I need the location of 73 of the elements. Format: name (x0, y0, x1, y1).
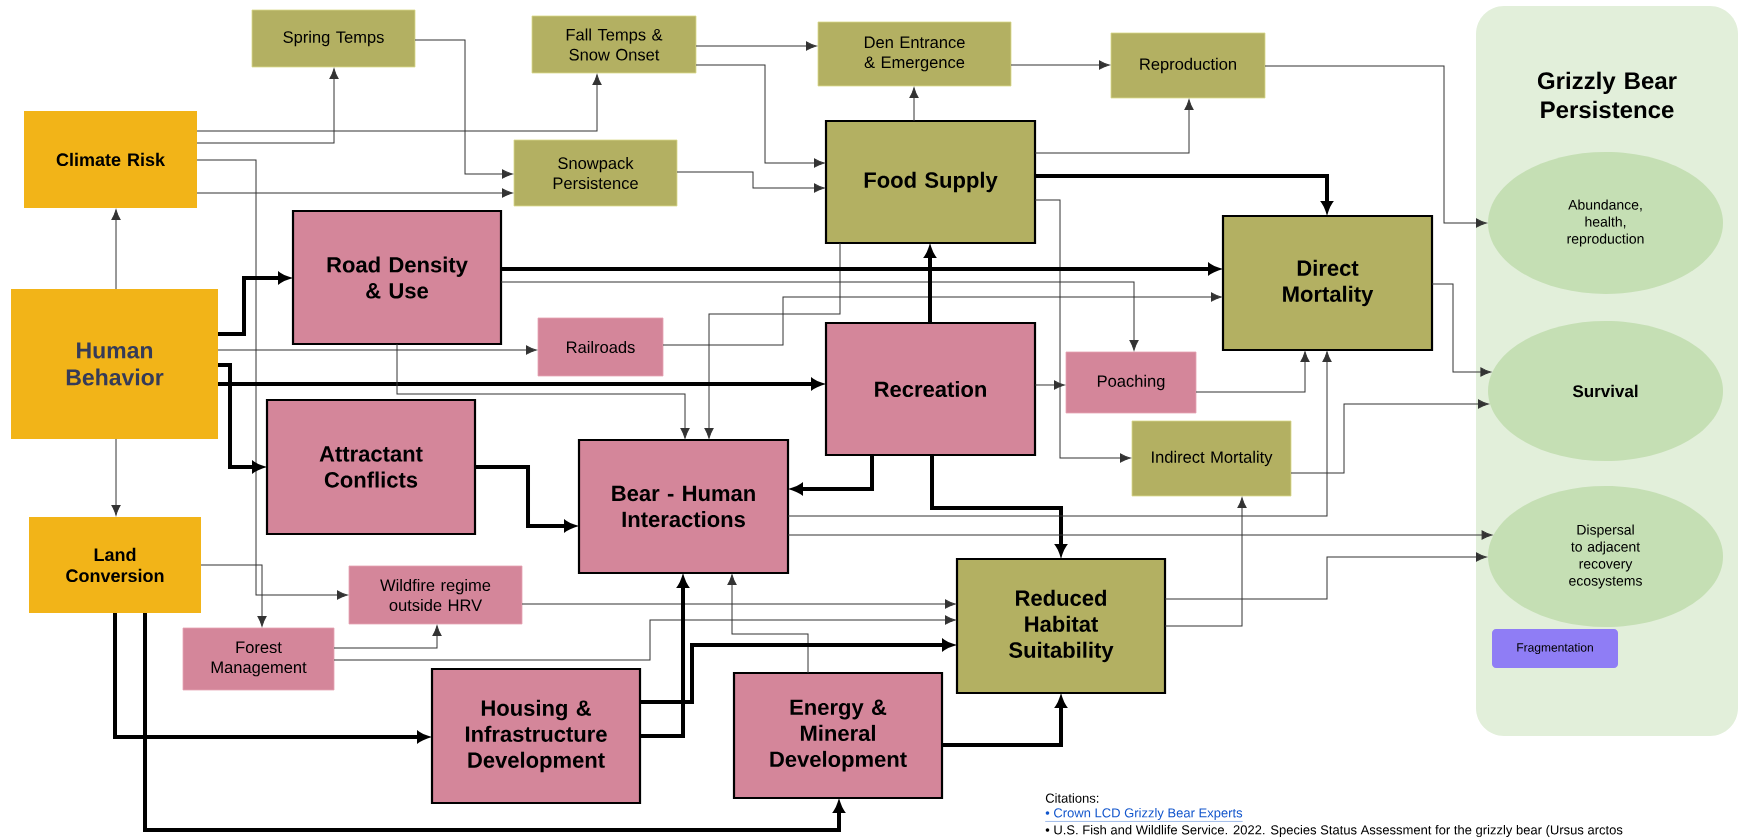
effect-box: Food Supply (824, 119, 1037, 245)
arrow (1164, 497, 1247, 627)
arrow (791, 455, 874, 495)
effect-box: Reduced Habitat Suitability (955, 557, 1167, 695)
arrow (143, 613, 845, 832)
citation-heading: Citations: (1045, 793, 1099, 803)
arrow (1035, 174, 1333, 213)
arrow (909, 87, 919, 122)
arrow (1290, 399, 1489, 474)
tag-chip: Fragmentation (1492, 629, 1618, 668)
arrow (727, 574, 809, 674)
arrow (942, 696, 1067, 747)
arrow (695, 64, 825, 168)
driver-box: Human Behavior (11, 289, 218, 439)
arrow (333, 625, 442, 649)
arrow (333, 615, 956, 661)
threat-box: Housing & Infrastructure Development (430, 667, 642, 805)
factor-box: Reproduction (1110, 32, 1266, 99)
threat-box: Poaching (1065, 351, 1197, 414)
arrow (500, 281, 1139, 351)
driver-box: Climate Risk (24, 111, 197, 208)
arrow (1010, 60, 1110, 70)
arrow (218, 378, 823, 390)
factor-box: Indirect Mortality (1131, 420, 1292, 497)
factor-box: Spring Temps (251, 9, 416, 68)
threat-box: Energy & Mineral Development (732, 671, 944, 800)
arrow (787, 351, 1332, 517)
arrow (396, 343, 690, 439)
arrow (521, 599, 956, 609)
effect-box: Direct Mortality (1221, 214, 1434, 352)
threat-box: Road Density & Use (291, 209, 503, 346)
arrow (111, 438, 121, 516)
arrow (113, 613, 429, 743)
arrow (1034, 99, 1194, 154)
arrow (196, 159, 348, 600)
arrow (640, 639, 954, 704)
arrow (930, 455, 1067, 556)
arrow (196, 188, 513, 198)
arrow (217, 345, 537, 355)
arrow (200, 564, 267, 627)
threat-box: Railroads (537, 317, 664, 377)
arrow (662, 292, 1222, 346)
arrow (218, 272, 290, 336)
arrow (1034, 199, 1131, 463)
threat-box: Wildfire regime outside HRV (348, 565, 523, 625)
arrow (787, 530, 1493, 540)
arrow (111, 209, 121, 290)
arrow (1431, 283, 1492, 377)
arrow (676, 171, 825, 193)
factor-box: Snowpack Persistence (513, 139, 678, 207)
citation-text: • U.S. Fish and Wildlife Service. 2022. Species Status Assessment for the grizzly bear (Ursus arctos (1045, 824, 1623, 837)
arrow (414, 39, 513, 179)
arrow (1195, 351, 1310, 393)
arrow (475, 465, 576, 532)
arrow (695, 41, 817, 51)
threat-box: Bear - Human Interactions (577, 438, 790, 575)
driver-box: Land Conversion (29, 517, 201, 613)
arrow (1034, 380, 1065, 390)
citation-link: • Crown LCD Grizzly Bear Experts (1045, 807, 1243, 822)
factor-box: Fall Temps & Snow Onset (531, 15, 697, 74)
arrow (196, 74, 602, 132)
arrow (704, 242, 841, 439)
arrow (196, 68, 339, 144)
threat-box: Forest Management (182, 627, 335, 691)
arrow (640, 576, 689, 738)
arrow (501, 263, 1220, 275)
threat-box: Attractant Conflicts (265, 398, 477, 536)
arrow (1164, 552, 1487, 600)
arrow (1264, 65, 1487, 228)
threat-box: Recreation (824, 321, 1037, 457)
factor-box: Den Entrance & Emergence (817, 21, 1012, 87)
arrow (924, 246, 936, 323)
arrow (218, 363, 264, 473)
